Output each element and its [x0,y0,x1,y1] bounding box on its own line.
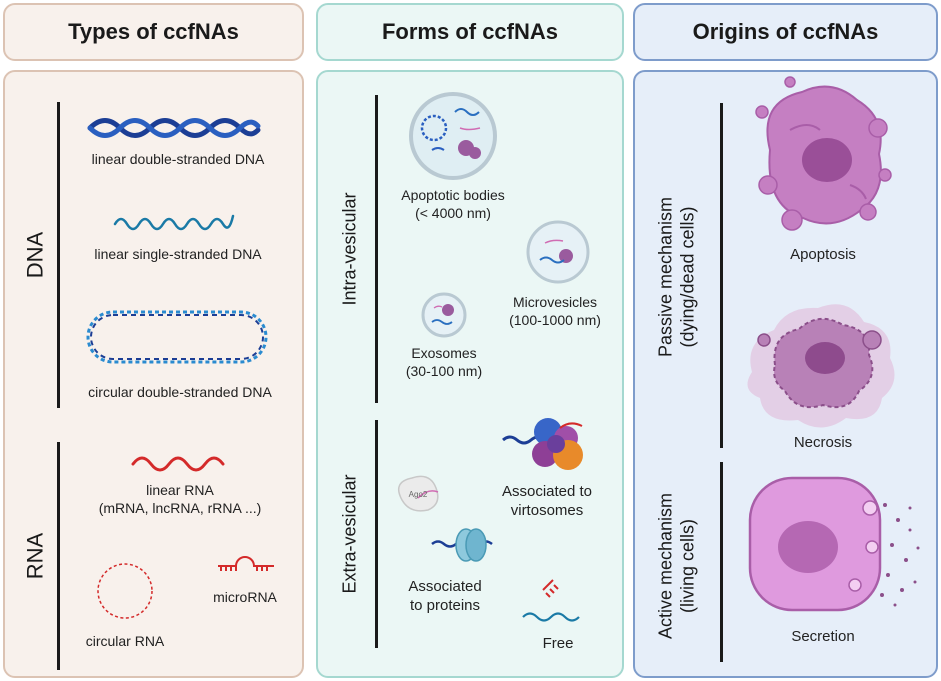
rna-bracket-line [57,442,60,670]
microrna-icon [218,556,274,571]
exosomes-label-2: (30-100 nm) [405,363,483,379]
linear-ds-dna-icon [87,118,261,138]
microrna-label: microRNA [213,589,277,605]
exosome-icon [421,292,467,338]
extra-bracket-line [375,420,378,648]
apoptotic-bodies-label-1: Apoptotic bodies [401,187,505,203]
secretion-label: Secretion [791,628,855,645]
linear-ss-dna-icon [113,214,235,231]
origins-header-title: Origins of ccfNAs [692,19,879,44]
circular-rna-label: circular RNA [85,633,165,649]
microvesicles-label-2: (100-1000 nm) [509,312,601,328]
proteins-label-1: Associated [408,578,482,595]
linear-rna-icon [131,456,225,472]
necrotic-cell-icon [747,304,895,428]
passive-bracket-line [720,103,723,448]
necrosis-label: Necrosis [793,434,853,451]
secreting-cell-icon [748,476,920,612]
virtosomes-label-2: virtosomes [510,502,584,519]
dna-bracket-line [57,102,60,408]
apoptosis-label: Apoptosis [790,246,856,263]
types-header-title: Types of ccfNAs [68,19,239,44]
exosomes-label-1: Exosomes [411,345,477,361]
linear-ss-dna-label: linear single-stranded DNA [94,246,262,262]
circular-ds-dna-icon [86,310,268,364]
free-nucleic-acid-icon [522,579,580,622]
types-panel [3,70,304,678]
apoptotic-body-icon [409,92,497,180]
circular-rna-icon [97,563,153,619]
origins-header: Origins of ccfNAs [633,3,938,61]
intra-bracket-line [375,95,378,403]
linear-rna-label-1: linear RNA [146,482,214,498]
apoptotic-bodies-label-2: (< 4000 nm) [415,205,491,221]
virtosome-icon [502,418,583,470]
virtosomes-label-1: Associated to [501,483,593,500]
microvesicles-label-1: Microvesicles [512,294,597,310]
types-header: Types of ccfNAs [3,3,304,61]
circular-ds-dna-label: circular double-stranded DNA [88,384,272,400]
active-bracket-line [720,462,723,662]
ago2-label: Ago2 [408,490,428,499]
forms-header: Forms of ccfNAs [316,3,624,61]
linear-ds-dna-label: linear double-stranded DNA [91,151,265,167]
microvesicle-icon [526,220,590,284]
proteins-label-2: to proteins [409,597,481,614]
protein-dna-icon [431,528,493,562]
linear-rna-label-2: (mRNA, lncRNA, rRNA ...) [98,500,262,516]
forms-header-title: Forms of ccfNAs [381,19,559,44]
apoptotic-cell-icon [755,76,892,231]
free-label: Free [542,635,574,652]
ago2-protein-icon [397,475,439,512]
